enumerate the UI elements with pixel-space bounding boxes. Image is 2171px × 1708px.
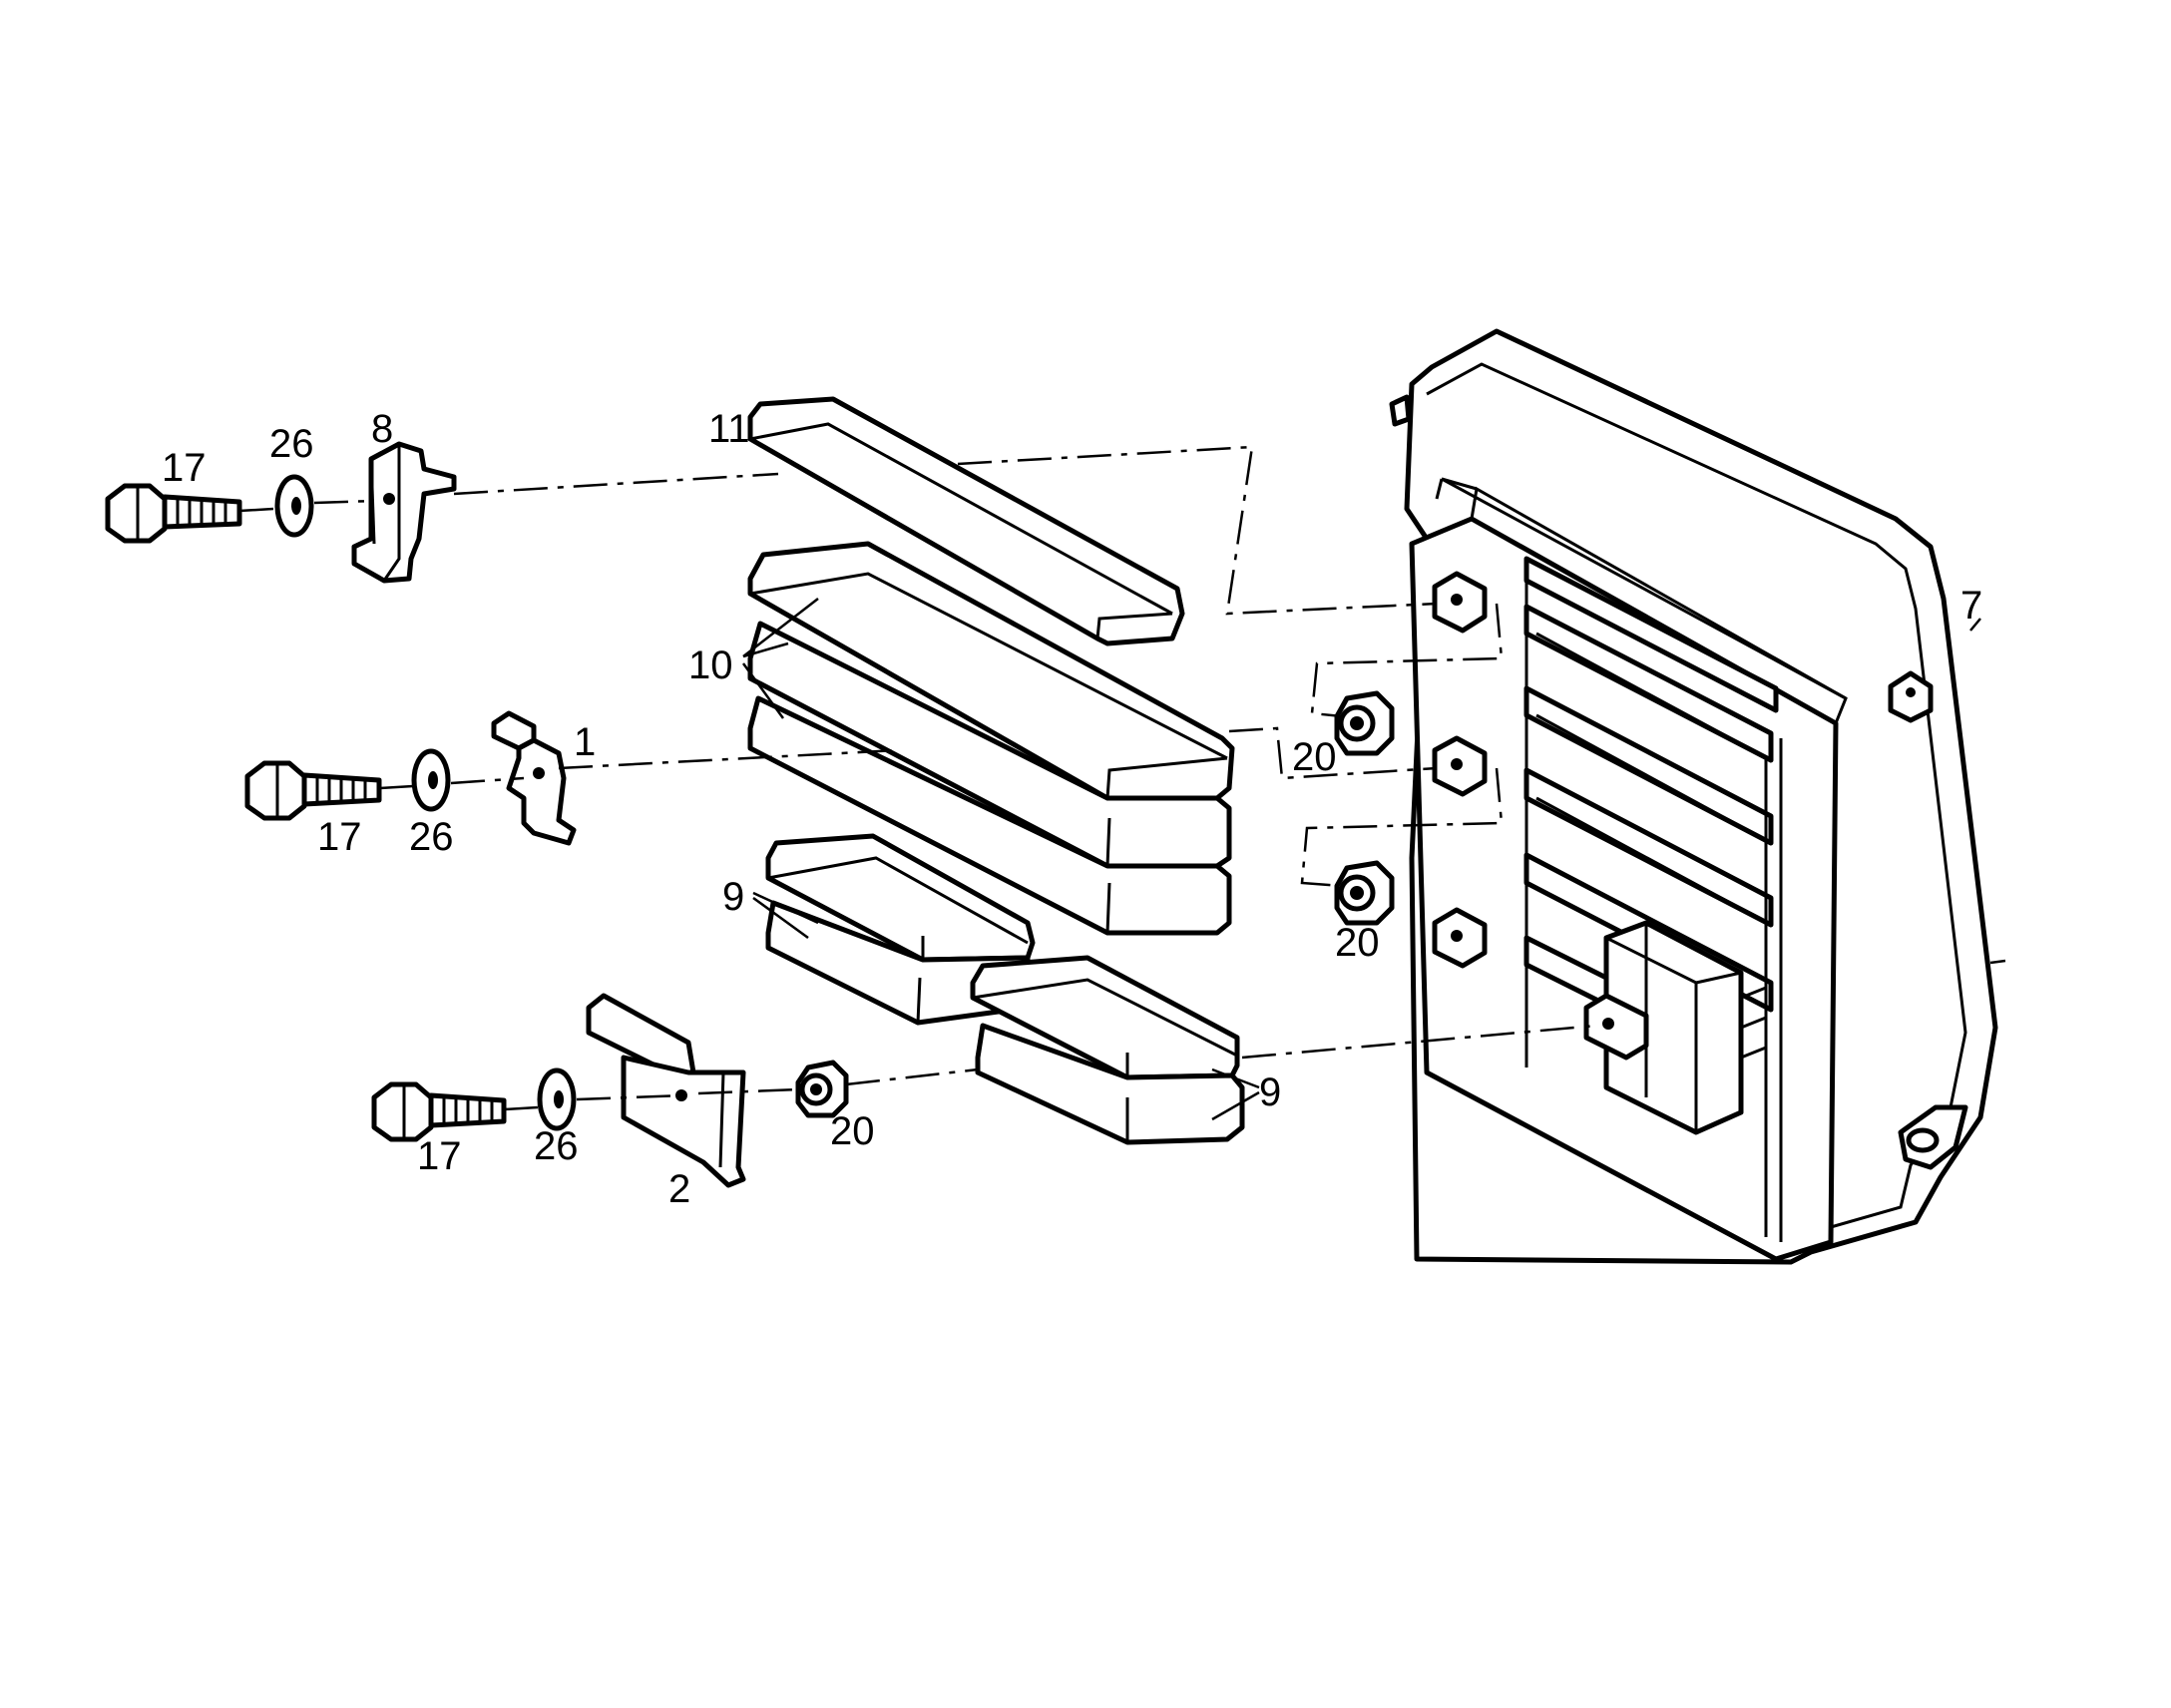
square-seat-lower [1432,907,1488,969]
nut-20-upper [1334,690,1395,756]
label-part-7: 7 [1960,584,1982,628]
label-part-8: 8 [371,407,393,451]
pad-10-b [747,621,1232,869]
bracket-8 [351,441,457,584]
square-seat-top [1432,571,1488,634]
label-part-10: 10 [688,643,733,687]
assembly-lines [238,445,1597,1111]
connector-block [1603,920,1767,1135]
label-part-17-middle: 17 [317,815,362,859]
label-part-9-left: 9 [722,875,744,919]
pad-9-c [970,955,1240,1080]
washer-26-bottom [537,1068,577,1131]
bolt-17-top [105,483,242,544]
heatsink-fins [1523,556,1779,1068]
pad-10-c [747,695,1232,936]
label-part-20-middle: 20 [1335,921,1380,965]
bolt-17-middle [244,760,382,821]
housing-7 [1389,328,1998,1265]
bolt-17-bottom [371,1081,507,1142]
mounting-tab-lower [1898,1104,1968,1170]
bracket-1 [491,710,577,846]
callout-labels: 17 26 8 11 10 1 17 26 9 20 20 7 9 20 17 … [162,407,1982,1211]
leader-lines [741,598,2006,1121]
mounting-tab-upper [1888,670,1934,723]
label-part-9-right: 9 [1259,1070,1281,1114]
label-part-20-upper: 20 [1292,735,1337,779]
label-part-17-bottom: 17 [417,1134,462,1178]
label-part-2: 2 [668,1167,690,1211]
label-part-26-middle: 26 [409,815,454,859]
label-part-26-bottom: 26 [534,1124,579,1168]
washer-26-middle [411,748,451,812]
pad-9-d [975,1023,1245,1145]
label-part-17-top: 17 [162,446,207,490]
pad-10-a [747,541,1235,801]
label-part-1: 1 [574,720,596,764]
washer-26-top [274,474,314,538]
label-part-11: 11 [708,407,750,451]
square-seat-block [1583,993,1649,1061]
bracket-2 [586,993,746,1188]
square-seat-middle [1432,735,1488,797]
label-part-20-bottom: 20 [830,1109,875,1153]
label-part-26-top: 26 [269,422,314,466]
nut-20-middle [1334,860,1395,926]
pad-9-a [765,833,1036,963]
nut-20-bottom [795,1060,849,1118]
pad-11 [747,396,1185,646]
